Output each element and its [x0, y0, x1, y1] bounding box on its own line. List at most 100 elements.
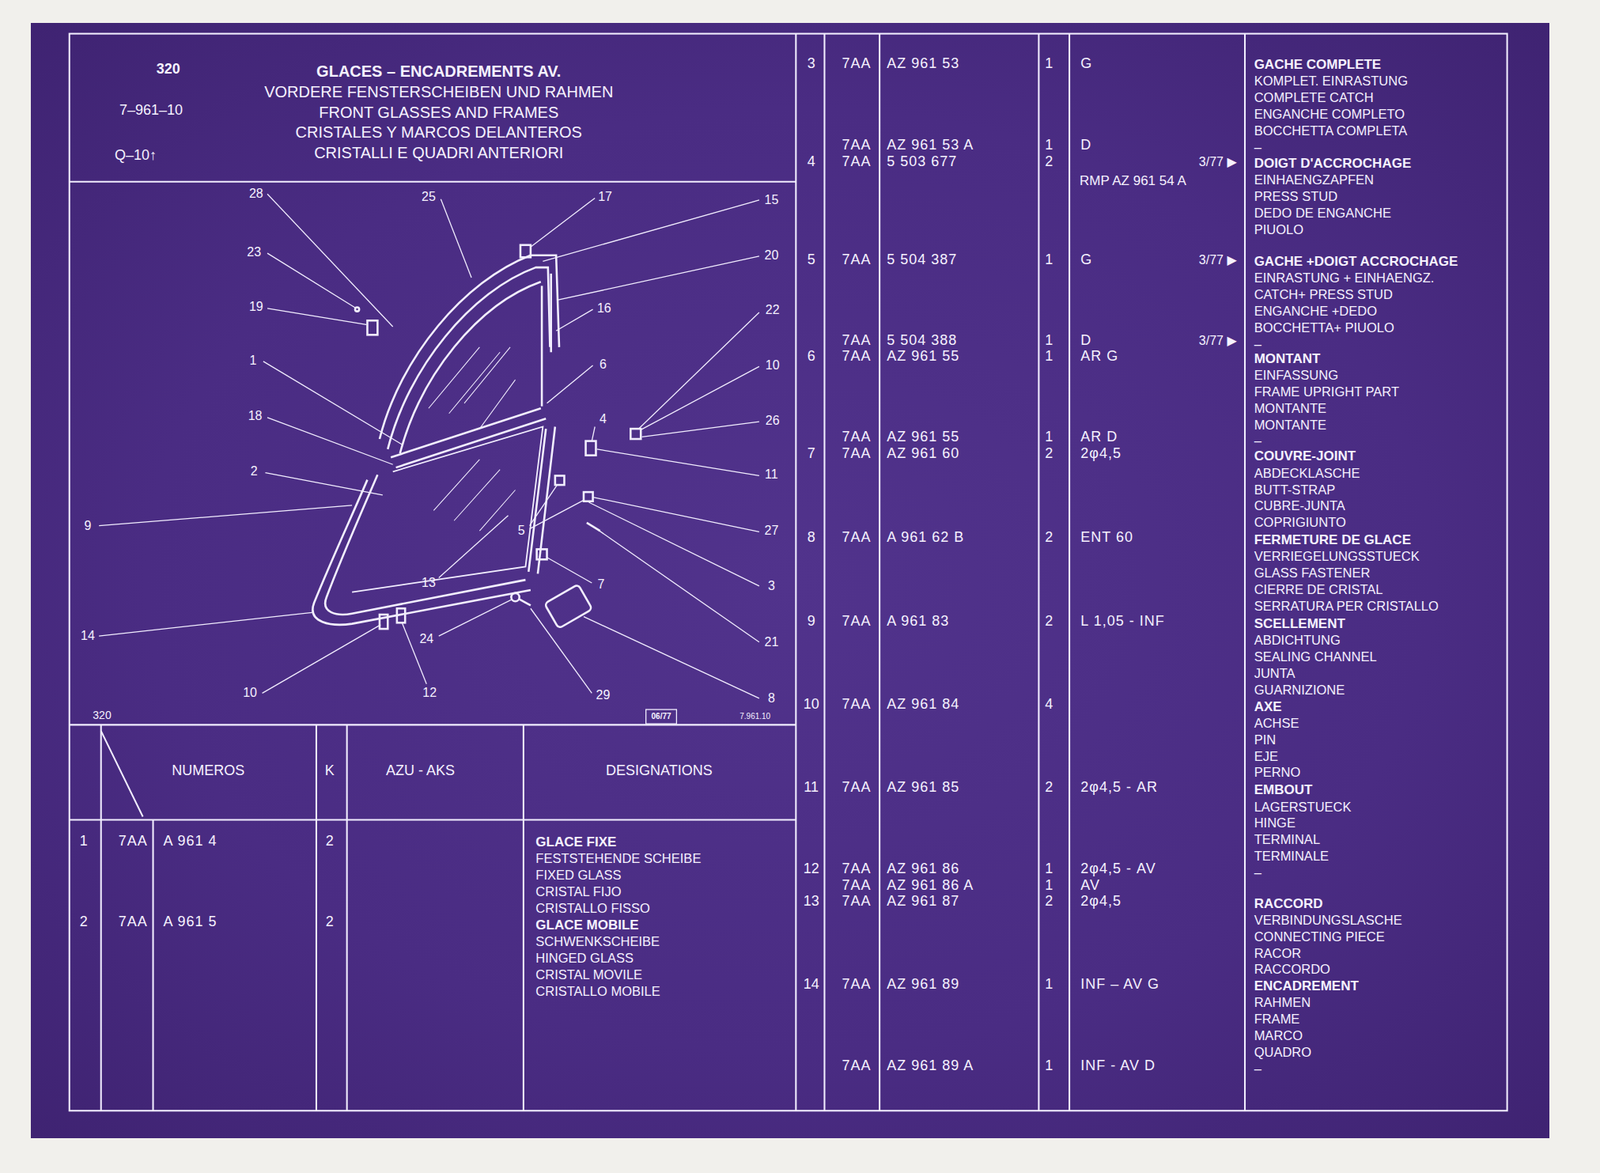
leader-line: [267, 417, 394, 465]
table-text: SERRATURA PER CRISTALLO: [1254, 598, 1439, 615]
table-text: PIN: [1254, 732, 1277, 749]
table-text: 06/77: [651, 711, 672, 722]
table-text: 4: [1044, 695, 1053, 714]
callout-number: 23: [246, 244, 261, 260]
table-text: 7AA: [841, 445, 871, 463]
table-text: ENGANCHE COMPLETO: [1254, 106, 1405, 123]
table-text: INF - AV D: [1080, 1057, 1156, 1075]
table-text: CRISTALLO MOBILE: [535, 983, 660, 1000]
table-text: SCELLEMENT: [1254, 616, 1346, 632]
table-text: CATCH+ PRESS STUD: [1254, 287, 1393, 303]
table-text: 7AA: [841, 428, 871, 447]
table-text: –: [1254, 1061, 1262, 1078]
table-text: 5 504 388: [886, 332, 957, 350]
grid-line: [100, 724, 103, 1111]
leader-line: [438, 599, 513, 636]
table-text: CIERRE DE CRISTAL: [1254, 582, 1384, 598]
table-text: 8: [807, 529, 816, 547]
table-text: 2: [79, 913, 88, 931]
table-text: EINFASSUNG: [1254, 367, 1339, 384]
leader-line: [556, 256, 759, 300]
table-text: A 961 62 B: [886, 529, 965, 547]
table-text: BOCCHETTA+ PIUOLO: [1254, 320, 1395, 337]
callout-number: 5: [518, 522, 526, 538]
leader-line: [556, 309, 593, 331]
table-text: KOMPLET. EINRASTUNG: [1254, 73, 1408, 90]
leader-line: [438, 515, 509, 579]
table-text: HINGED GLASS: [535, 950, 634, 967]
rear-upright: [528, 427, 556, 575]
glass-hatching: [428, 347, 516, 429]
table-text: AR D: [1080, 428, 1118, 447]
table-text: 10: [803, 695, 820, 714]
table-text: SCHWENKSCHEIBE: [535, 934, 660, 950]
bolt-part: [519, 599, 531, 606]
table-text: AZ 961 60: [886, 445, 960, 463]
callout-number: 13: [421, 574, 436, 591]
table-text: FRAME UPRIGHT PART: [1254, 384, 1400, 401]
table-text: AXE: [1254, 699, 1283, 715]
table-text: 5: [807, 251, 816, 269]
table-text: CUBRE-JUNTA: [1254, 498, 1346, 515]
table-text: AZ 961 84: [886, 695, 960, 714]
leader-line: [642, 421, 760, 437]
table-text: 2φ4,5 - AR: [1080, 779, 1158, 797]
table-text: ABDECKLASCHE: [1254, 465, 1361, 482]
callout-number: 10: [242, 684, 258, 700]
table-text: –: [1254, 139, 1262, 156]
table-text: 7AA: [841, 612, 871, 631]
table-text: VORDERE FENSTERSCHEIBEN UND RAHMEN: [264, 82, 613, 102]
table-text: 12: [803, 860, 820, 878]
table-text: AR G: [1080, 347, 1119, 366]
table-text: AZ 961 53: [886, 55, 960, 73]
table-text: MONTANTE: [1254, 417, 1327, 434]
callout-number: 14: [80, 627, 95, 644]
table-text: AZ 961 53 A: [886, 136, 974, 155]
table-text: ENGANCHE +DEDO: [1254, 303, 1377, 320]
leader-line: [583, 616, 760, 699]
table-text: TERMINAL: [1254, 832, 1321, 848]
hinge-part: [379, 614, 388, 629]
table-text: –: [1254, 433, 1262, 450]
leader-line: [267, 193, 394, 327]
table-text: 7AA: [841, 877, 871, 895]
leader-line: [529, 484, 558, 526]
leader-line: [639, 312, 760, 429]
table-text: 1: [1044, 975, 1053, 994]
table-text: EINHAENGZAPFEN: [1254, 172, 1374, 189]
table-text: AZ 961 85: [886, 779, 960, 797]
table-text: JUNTA: [1254, 665, 1296, 682]
table-text: 320: [92, 708, 111, 723]
hinge-part: [397, 608, 405, 623]
table-text: RACOR: [1254, 945, 1302, 962]
callout-number: 24: [419, 631, 434, 647]
table-text: 3/77 ▶: [1199, 332, 1237, 348]
table-text: FRONT GLASSES AND FRAMES: [318, 102, 559, 122]
leader-line: [588, 502, 759, 587]
callout-number: 7: [597, 576, 605, 592]
table-text: EMBOUT: [1254, 782, 1313, 799]
table-text: 2φ4,5 - AV: [1080, 860, 1156, 878]
table-text: MONTANTE: [1254, 400, 1327, 417]
table-text: FERMETURE DE GLACE: [1254, 532, 1411, 549]
table-text: 2: [1044, 779, 1053, 797]
table-text: A 961 5: [162, 913, 217, 931]
table-text: MARCO: [1254, 1028, 1303, 1044]
press-stud: [366, 320, 378, 335]
leader-line: [267, 253, 356, 309]
grid-line: [315, 724, 318, 1111]
grid-line: [346, 724, 348, 1111]
callout-number: 6: [599, 356, 607, 372]
table-text: 7AA: [841, 153, 871, 171]
table-text: 2φ4,5: [1080, 892, 1122, 911]
leader-line: [440, 199, 472, 278]
grid-line: [1244, 34, 1246, 1112]
table-text: AZ 961 86 A: [886, 877, 974, 895]
frame-inner: [387, 267, 550, 450]
table-text: A 961 83: [886, 612, 950, 631]
grid-line: [823, 34, 825, 1112]
callout-number: 26: [765, 412, 780, 428]
table-text: GACHE COMPLETE: [1254, 56, 1382, 73]
table-grid: [69, 34, 1508, 1112]
table-text: HINGE: [1254, 815, 1296, 832]
